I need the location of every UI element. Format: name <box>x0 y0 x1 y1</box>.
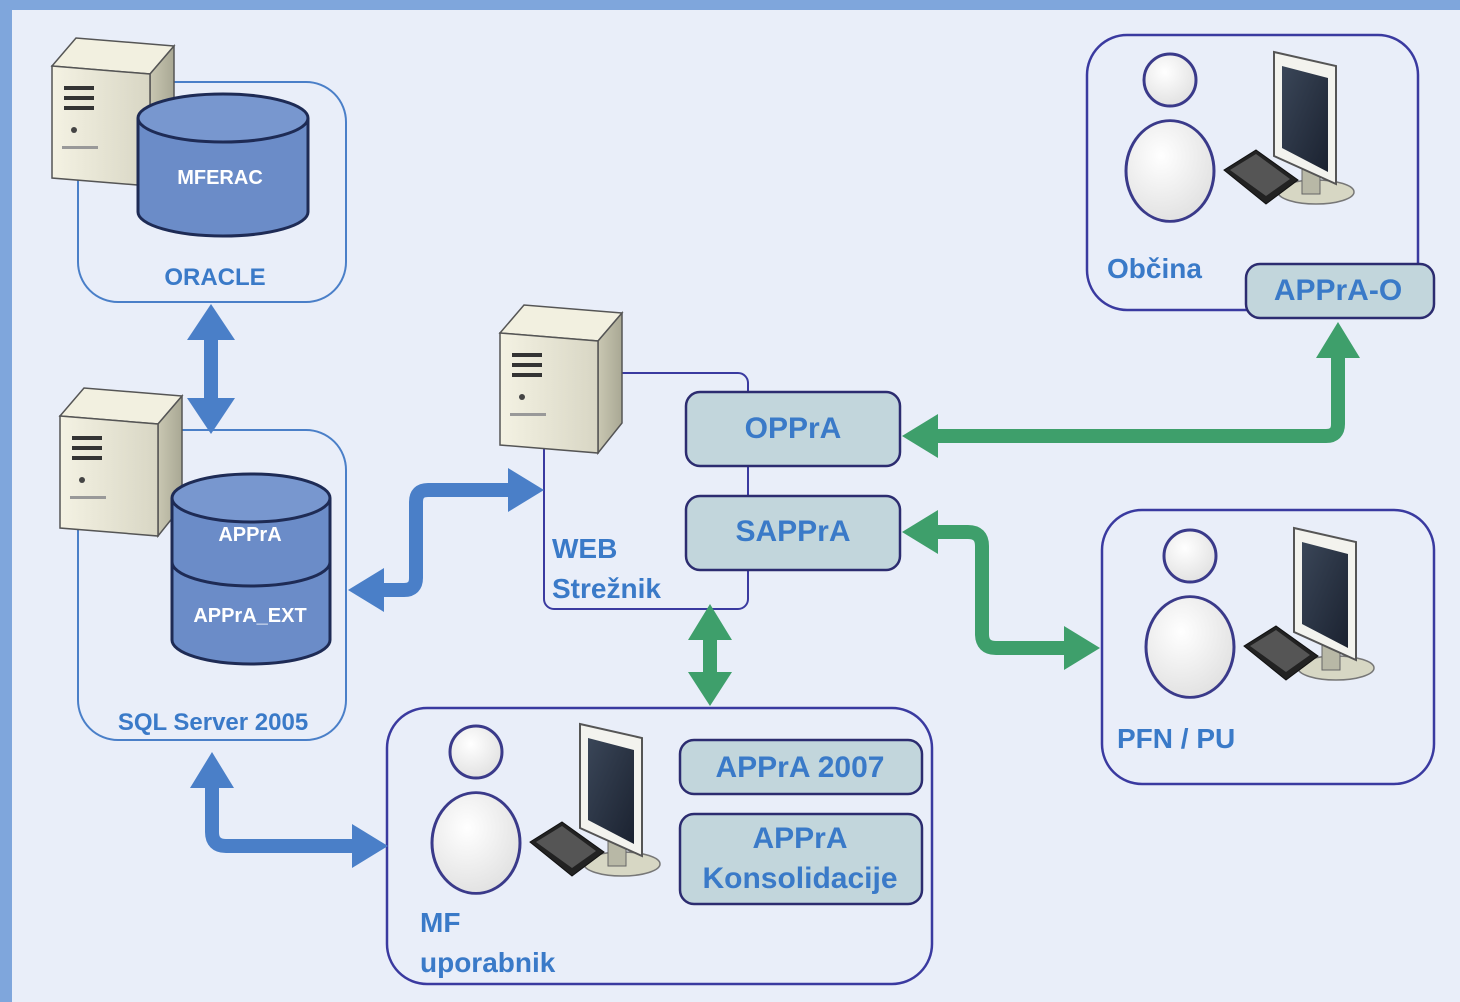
web-label-line1: WEB <box>552 533 617 564</box>
sql-server-icon <box>59 387 183 537</box>
mf-label-line1: MF <box>420 907 460 938</box>
mferac-database-icon <box>136 92 310 238</box>
oracle-group: MFERAC ORACLE <box>51 37 347 303</box>
appra-2007-box <box>678 738 924 796</box>
appra-o-label: APPrA-O <box>1274 274 1402 307</box>
oppra-module-box <box>684 390 902 468</box>
sappra-module-box <box>684 494 902 572</box>
oracle-label: ORACLE <box>164 264 265 291</box>
appra-database-icon <box>170 472 332 666</box>
mf-label-line2: uporabnik <box>420 947 556 978</box>
sql-server-label: SQL Server 2005 <box>118 709 308 736</box>
pfn-pu-group: PFN / PU <box>1100 508 1436 786</box>
appra-konsolidacije-line1: APPrA <box>752 822 847 855</box>
appra-konsolidacije-box <box>678 812 924 906</box>
connector-oracle-sql <box>187 304 235 434</box>
appra-o-box <box>1244 262 1436 320</box>
connector-sappra-pfn <box>902 510 1100 670</box>
web-server-icon <box>499 304 623 454</box>
sql-server-group: APPrA APPrA_EXT SQL Server 2005 <box>59 387 347 741</box>
oppra-label: OPPrA <box>745 412 842 445</box>
obcina-label: Občina <box>1107 253 1202 284</box>
web-label-line2: Strežnik <box>552 573 661 604</box>
mferac-label: MFERAC <box>177 167 263 189</box>
pfn-pu-label: PFN / PU <box>1117 723 1235 754</box>
connector-web-mf <box>688 604 732 706</box>
connector-oppra-obcina <box>902 322 1360 458</box>
connector-sql-web <box>348 468 544 612</box>
connector-sql-mf <box>190 752 388 868</box>
appra-ext-db-label: APPrA_EXT <box>193 605 306 627</box>
obcina-group: Občina APPrA-O <box>1085 33 1436 320</box>
sappra-label: SAPPrA <box>735 515 850 548</box>
web-server-group: WEB Strežnik OPPrA SAPPrA <box>499 304 902 610</box>
appra-db-label: APPrA <box>218 524 281 546</box>
appra-2007-label: APPrA 2007 <box>716 751 885 784</box>
appra-konsolidacije-line2: Konsolidacije <box>702 862 897 895</box>
mf-user-group: MF uporabnik APPrA 2007 APPrA Konsolidac… <box>385 706 934 986</box>
